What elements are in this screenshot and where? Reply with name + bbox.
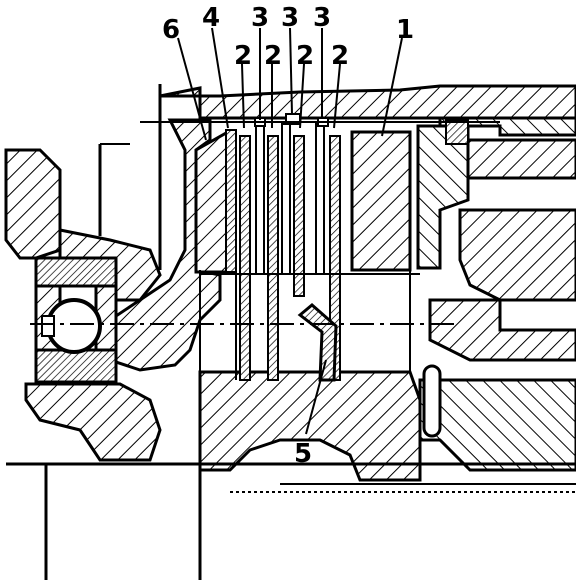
outer-housing <box>159 84 576 362</box>
callout-2c: 2 <box>296 41 314 71</box>
callout-3a: 3 <box>251 3 269 33</box>
clutch-drum <box>98 118 230 372</box>
clutch-plate-pack <box>225 113 341 381</box>
callout-4: 4 <box>202 3 220 33</box>
construction-lines <box>6 84 576 580</box>
callout-2a: 2 <box>234 41 252 71</box>
callout-1: 1 <box>396 15 414 45</box>
callout-2b: 2 <box>264 41 282 71</box>
leader-lines <box>177 27 403 435</box>
callout-3c: 3 <box>313 3 331 33</box>
callout-3b: 3 <box>281 3 299 33</box>
callout-2d: 2 <box>331 41 349 71</box>
callout-6: 6 <box>162 15 180 45</box>
callout-5: 5 <box>294 439 312 469</box>
ball-bearing <box>34 256 118 384</box>
left-support <box>4 148 162 462</box>
inner-hub <box>198 364 576 482</box>
bearing-ball-icon <box>46 298 102 354</box>
pressure-plate <box>350 119 470 272</box>
callout-labels: 6 4 2 3 2 3 2 3 2 1 5 <box>162 3 414 469</box>
